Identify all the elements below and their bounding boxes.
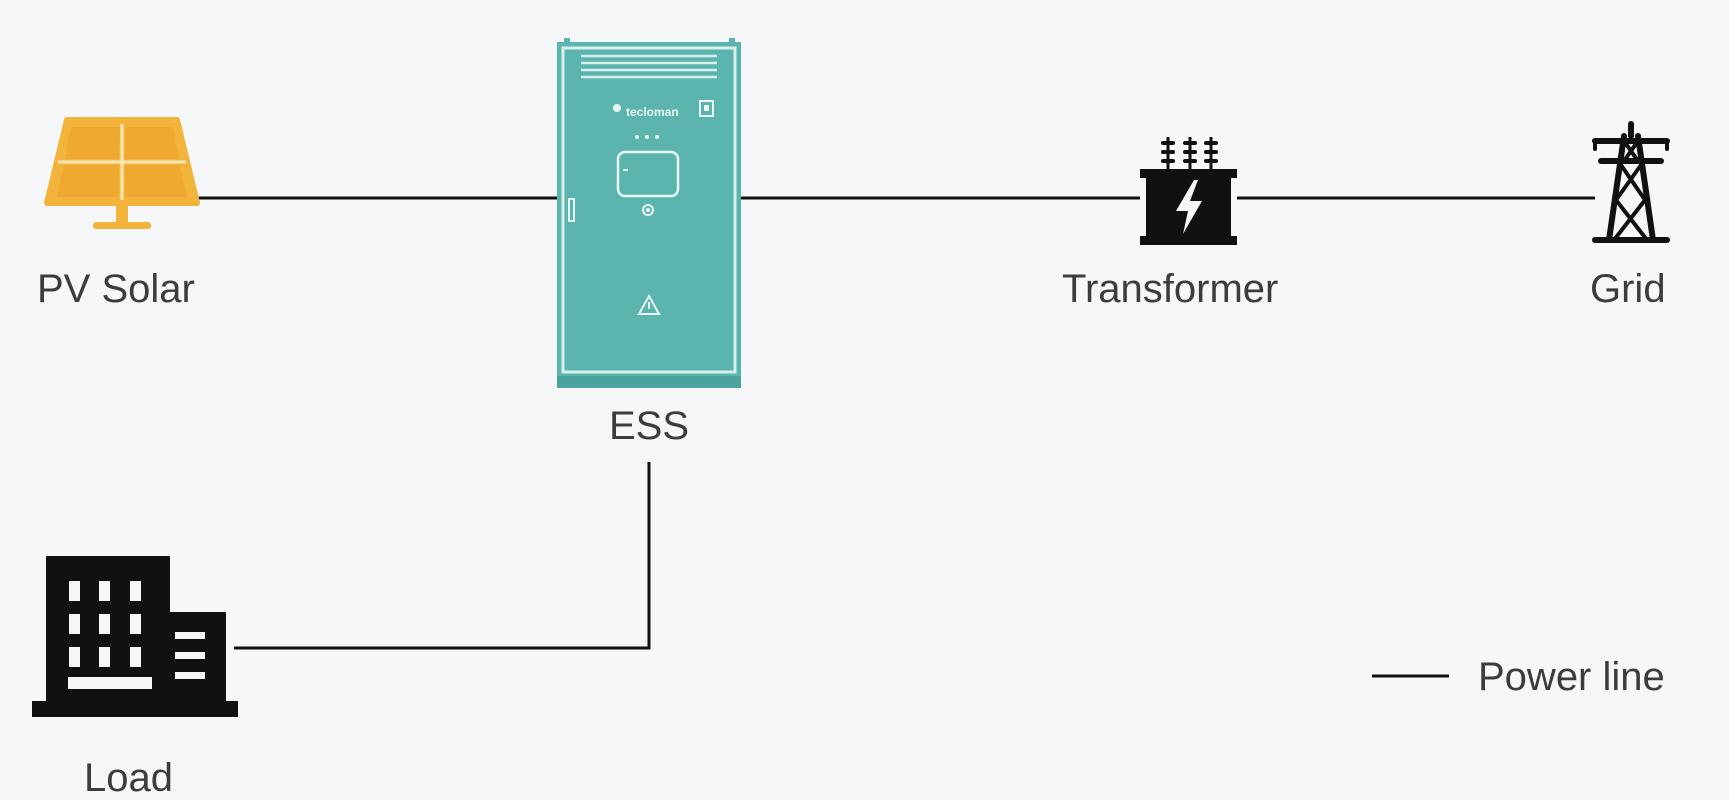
power-lines: [190, 196, 1595, 650]
ess-label: ESS: [609, 404, 690, 448]
pv-solar-label: PV Solar: [37, 267, 195, 311]
building-icon: [32, 556, 238, 717]
transformer-icon: [1140, 137, 1237, 245]
solar-panel-icon: [44, 117, 200, 229]
ess-brand-text: tecloman: [626, 105, 679, 119]
legend-power-line-label: Power line: [1478, 655, 1665, 699]
line-ess-load: [234, 462, 651, 650]
grid-tower-icon: [1592, 121, 1670, 243]
transformer-label: Transformer: [1062, 267, 1279, 311]
load-label: Load: [84, 756, 173, 800]
ess-cabinet-icon: tecloman: [557, 38, 741, 388]
grid-label: Grid: [1590, 267, 1666, 311]
